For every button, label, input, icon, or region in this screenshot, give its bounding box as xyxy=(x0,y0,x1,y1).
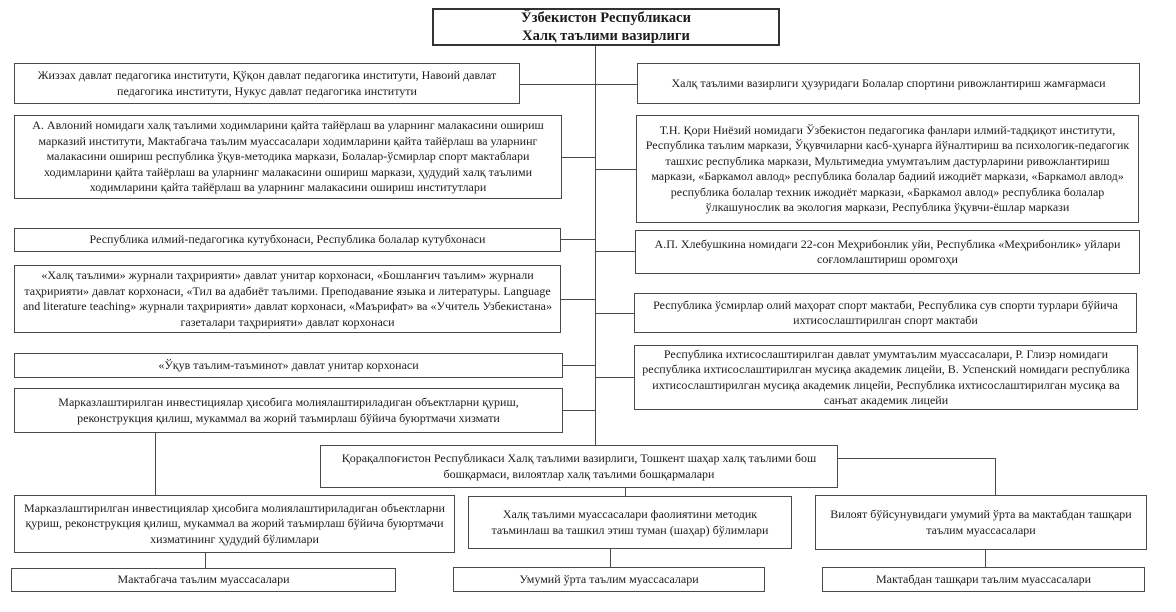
pedagogical-institutes-text: Жиззах давлат педагогика институти, Қўқо… xyxy=(37,68,497,98)
connector-elbow-center-to-province-v xyxy=(995,458,996,495)
district-city-divisions-box: Халқ таълими муассасалари фаолиятини мет… xyxy=(468,496,792,549)
libraries-box: Республика илмий-педагогика кутубхонаси,… xyxy=(14,228,561,252)
retraining-institutes-box: А. Авлоний номидаги халқ таълими ходимла… xyxy=(14,115,562,199)
connector-right-2 xyxy=(596,169,636,170)
out-of-school-institutions-text: Мактабдан ташқари таълим муассасалари xyxy=(875,571,1092,586)
ministry-title-line1: Ўзбекистон Республикаси xyxy=(521,10,691,26)
regional-departments-box: Қорақалпоғистон Республикаси Халқ таълим… xyxy=(320,445,838,488)
preschool-institutions-box: Мактабгача таълим муассасалари xyxy=(11,568,396,592)
connector-right-5 xyxy=(596,377,634,378)
publishing-enterprises-box: «Халқ таълими» журнали таҳририяти» давла… xyxy=(14,265,561,333)
connector-drop-province-to-outofschool xyxy=(985,550,986,567)
connector-main-vertical xyxy=(595,46,596,445)
libraries-text: Республика илмий-педагогика кутубхонаси,… xyxy=(89,232,486,247)
sports-schools-text: Республика ўсмирлар олий маҳорат спорт м… xyxy=(653,297,1118,328)
district-city-divisions-text: Халқ таълими муассасалари фаолиятини мет… xyxy=(491,507,769,537)
connector-right-4 xyxy=(596,313,634,314)
connector-right-3 xyxy=(596,251,635,252)
connector-left-2 xyxy=(562,157,595,158)
general-secondary-institutions-box: Умумий ўрта таълим муассасалари xyxy=(453,567,765,592)
connector-elbow-center-to-province-h xyxy=(838,458,995,459)
connector-right-1 xyxy=(596,84,637,85)
children-sports-fund-text: Халқ таълими вазирлиги ҳузуридаги Болала… xyxy=(671,75,1106,90)
uquv-taminot-enterprise-text: «Ўқув таълим-таъминот» давлат унитар кор… xyxy=(158,357,419,372)
province-schools-box: Вилоят бўйсунувидаги умумий ўрта ва макт… xyxy=(815,495,1147,550)
connector-drop-left6-to-regional xyxy=(155,433,156,495)
connector-left-1 xyxy=(520,84,595,85)
publishing-enterprises-text: «Халқ таълими» журнали таҳририяти» давла… xyxy=(22,268,552,329)
general-secondary-institutions-text: Умумий ўрта таълим муассасалари xyxy=(519,571,699,586)
retraining-institutes-text: А. Авлоний номидаги халқ таълими ходимла… xyxy=(32,118,544,195)
sports-schools-box: Республика ўсмирлар олий маҳорат спорт м… xyxy=(634,293,1137,333)
province-schools-text: Вилоят бўйсунувидаги умумий ўрта ва макт… xyxy=(830,507,1132,537)
connector-drop-district-to-secondary xyxy=(610,549,611,567)
connector-left-4 xyxy=(561,299,595,300)
investment-customer-service-text: Марказлаштирилган инвестициялар ҳисобига… xyxy=(58,395,519,425)
ministry-title-line2: Халқ таълими вазирлиги xyxy=(522,28,690,44)
specialized-schools-lyceums-box: Республика ихтисослаштирилган давлат уму… xyxy=(634,345,1138,410)
specialized-schools-lyceums-text: Республика ихтисослаштирилган давлат уму… xyxy=(642,346,1130,408)
preschool-institutions-text: Мактабгача таълим муассасалари xyxy=(117,572,290,587)
mehribonlik-houses-text: А.П. Хлебушкина номидаги 22-сон Меҳрибон… xyxy=(654,236,1121,267)
mehribonlik-houses-box: А.П. Хлебушкина номидаги 22-сон Меҳрибон… xyxy=(635,230,1140,274)
investment-customer-service-box: Марказлаштирилган инвестициялар ҳисобига… xyxy=(14,388,563,433)
investment-territorial-divisions-box: Марказлаштирилган инвестициялар ҳисобига… xyxy=(14,495,455,553)
connector-left-3 xyxy=(561,239,595,240)
connector-left-5 xyxy=(563,365,595,366)
connector-drop-center-to-district xyxy=(625,488,626,496)
investment-territorial-divisions-text: Марказлаштирилган инвестициялар ҳисобига… xyxy=(24,500,445,546)
children-sports-fund-box: Халқ таълими вазирлиги ҳузуридаги Болала… xyxy=(637,63,1140,104)
connector-drop-regional-to-preschool xyxy=(205,553,206,568)
ministry-title-box: Ўзбекистон Республикаси Халқ таълими ваз… xyxy=(432,8,780,46)
pedagogical-institutes-box: Жиззах давлат педагогика институти, Қўқо… xyxy=(14,63,520,104)
research-institutes-centers-box: Т.Н. Қори Ниёзий номидаги Ўзбекистон пед… xyxy=(636,115,1139,223)
uquv-taminot-enterprise-box: «Ўқув таълим-таъминот» давлат унитар кор… xyxy=(14,353,563,378)
research-institutes-centers-text: Т.Н. Қори Ниёзий номидаги Ўзбекистон пед… xyxy=(645,122,1130,215)
connector-left-6 xyxy=(563,410,595,411)
regional-departments-text: Қорақалпоғистон Республикаси Халқ таълим… xyxy=(341,451,817,481)
out-of-school-institutions-box: Мактабдан ташқари таълим муассасалари xyxy=(822,567,1145,592)
